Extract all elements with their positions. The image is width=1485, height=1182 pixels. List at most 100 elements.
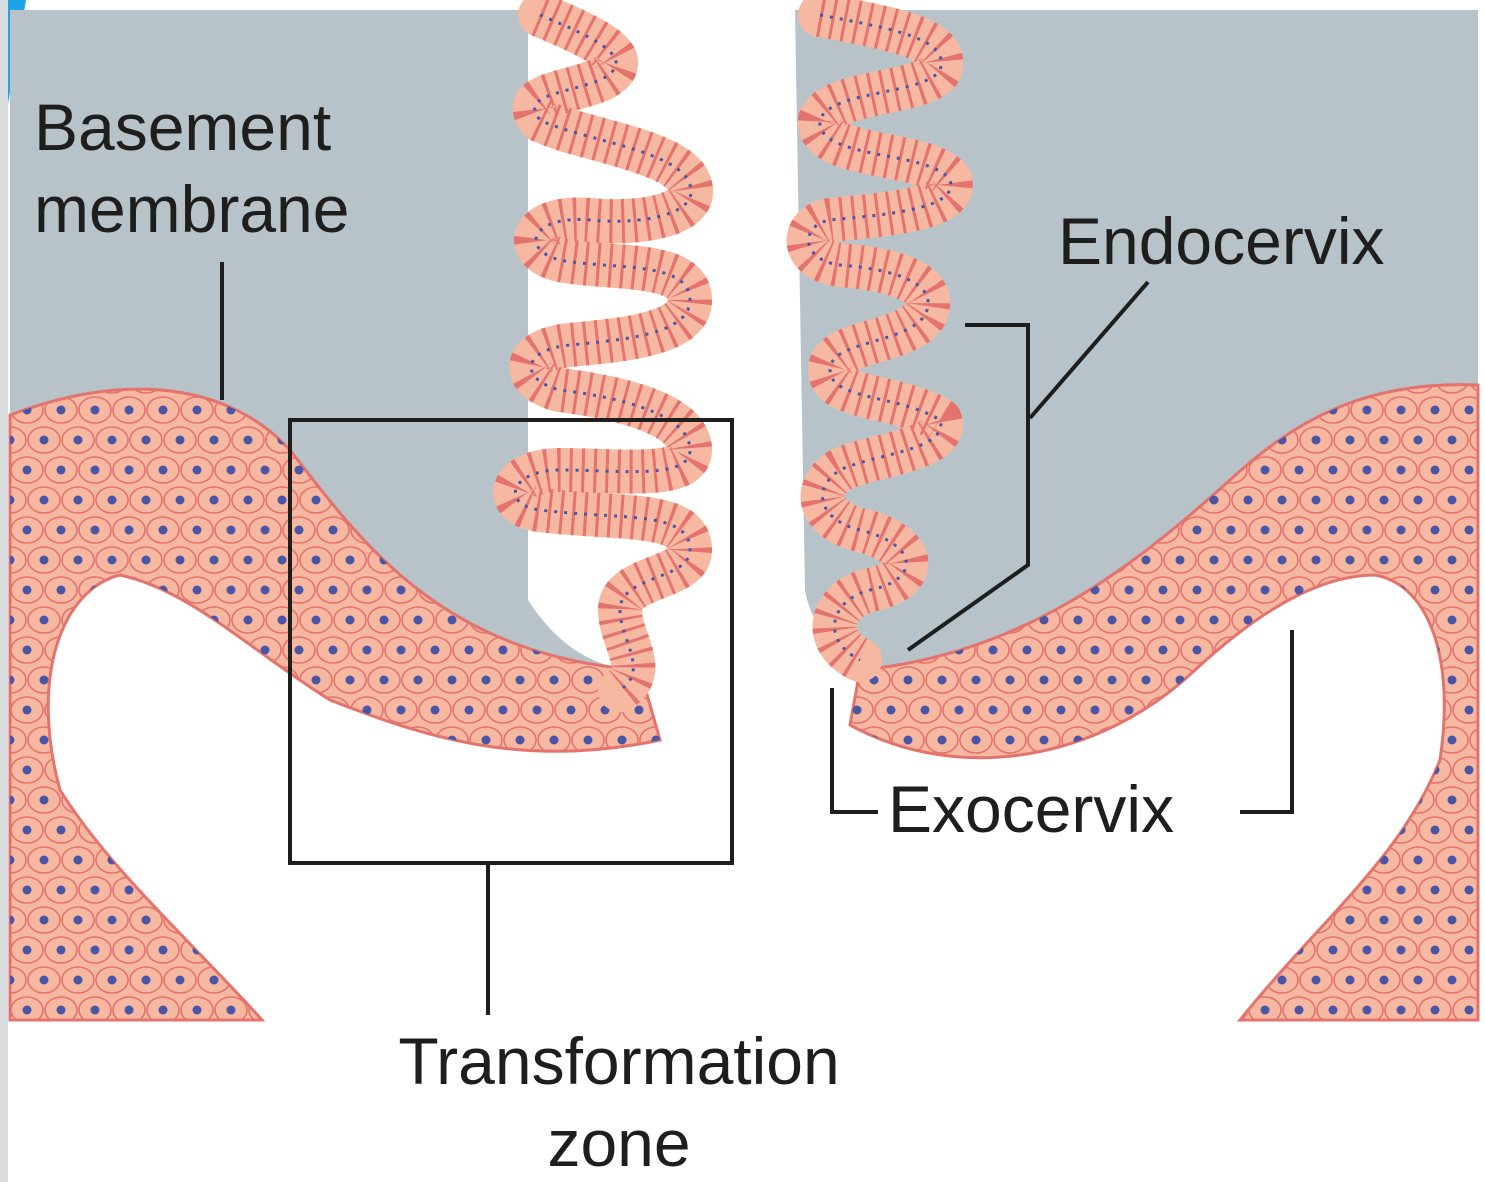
cell-nucleus — [584, 616, 593, 625]
cell-nucleus — [499, 766, 508, 775]
epithelial-cell — [266, 967, 298, 993]
cell-nucleus — [904, 916, 913, 925]
cell-nucleus — [1040, 916, 1049, 925]
epithelial-cell — [1181, 997, 1213, 1023]
cell-nucleus — [159, 946, 168, 955]
epithelial-cell — [62, 727, 94, 753]
epithelial-cell — [334, 907, 366, 933]
epithelial-cell — [909, 877, 941, 903]
epithelial-cell — [892, 847, 924, 873]
epithelial-cell — [1232, 787, 1264, 813]
epithelial-cell — [96, 667, 128, 693]
cell-nucleus — [584, 916, 593, 925]
epithelial-cell — [858, 847, 890, 873]
cell-nucleus — [1244, 676, 1253, 685]
epithelial-cell — [215, 697, 247, 723]
cell-nucleus — [210, 496, 219, 505]
cell-nucleus — [465, 826, 474, 835]
epithelial-cell — [657, 757, 689, 783]
cell-nucleus — [193, 886, 202, 895]
cell-nucleus — [870, 796, 879, 805]
epithelial-cell — [1232, 907, 1264, 933]
epithelial-cell — [368, 967, 400, 993]
epithelial-cell — [892, 907, 924, 933]
epithelial-cell — [504, 847, 536, 873]
cell-nucleus — [91, 946, 100, 955]
cell-nucleus — [261, 1006, 270, 1015]
cell-nucleus — [836, 736, 845, 745]
epithelial-cell — [351, 757, 383, 783]
cell-nucleus — [1465, 526, 1474, 535]
cell-nucleus — [210, 916, 219, 925]
epithelial-cell — [589, 817, 621, 843]
epithelial-cell — [1368, 607, 1400, 633]
cell-nucleus — [1414, 736, 1423, 745]
epithelial-cell — [1181, 697, 1213, 723]
cell-nucleus — [397, 706, 406, 715]
cell-nucleus — [1465, 406, 1474, 415]
epithelial-cell — [300, 907, 332, 933]
cell-nucleus — [1261, 1006, 1270, 1015]
cell-nucleus — [550, 796, 559, 805]
cell-nucleus — [244, 736, 253, 745]
cell-nucleus — [1363, 646, 1372, 655]
cell-nucleus — [159, 886, 168, 895]
cell-nucleus — [1465, 646, 1474, 655]
cell-nucleus — [550, 436, 559, 445]
cell-nucleus — [652, 976, 661, 985]
cell-nucleus — [1159, 646, 1168, 655]
cell-nucleus — [1431, 1006, 1440, 1015]
cell-nucleus — [1363, 706, 1372, 715]
cell-nucleus — [482, 796, 491, 805]
cell-nucleus — [295, 586, 304, 595]
epithelial-cell — [215, 817, 247, 843]
cell-nucleus — [1278, 796, 1287, 805]
epithelial-cell — [521, 877, 553, 903]
cell-nucleus — [1295, 886, 1304, 895]
epithelial-cell — [572, 907, 604, 933]
cell-nucleus — [1210, 556, 1219, 565]
cell-nucleus — [1363, 406, 1372, 415]
cell-nucleus — [1312, 616, 1321, 625]
epithelial-cell — [147, 757, 179, 783]
cell-nucleus — [1074, 916, 1083, 925]
cell-nucleus — [1040, 676, 1049, 685]
epithelial-cell — [1385, 637, 1417, 663]
cell-nucleus — [57, 706, 66, 715]
cell-nucleus — [465, 766, 474, 775]
cell-nucleus — [431, 766, 440, 775]
cell-nucleus — [57, 826, 66, 835]
cell-nucleus — [1448, 976, 1457, 985]
cell-nucleus — [1057, 706, 1066, 715]
cell-nucleus — [1261, 766, 1270, 775]
cell-nucleus — [40, 436, 49, 445]
cell-nucleus — [1176, 796, 1185, 805]
epithelial-cell — [1232, 847, 1264, 873]
epithelial-cell — [1198, 907, 1230, 933]
cell-nucleus — [329, 946, 338, 955]
cell-nucleus — [40, 796, 49, 805]
cell-nucleus — [108, 496, 117, 505]
epithelial-cell — [266, 847, 298, 873]
cell-nucleus — [1397, 886, 1406, 895]
cell-nucleus — [193, 526, 202, 535]
epithelial-cell — [1351, 577, 1383, 603]
cell-nucleus — [57, 466, 66, 475]
cell-nucleus — [74, 616, 83, 625]
cell-nucleus — [1108, 736, 1117, 745]
epithelial-cell — [130, 787, 162, 813]
cell-nucleus — [567, 946, 576, 955]
epithelial-cell — [1028, 967, 1060, 993]
epithelial-cell — [113, 637, 145, 663]
cell-nucleus — [836, 676, 845, 685]
cell-nucleus — [567, 826, 576, 835]
epithelial-cell — [640, 787, 672, 813]
cell-nucleus — [1448, 436, 1457, 445]
cell-nucleus — [1261, 526, 1270, 535]
epithelial-cell — [1351, 697, 1383, 723]
cell-nucleus — [278, 556, 287, 565]
basement-membrane-label-line2: membrane — [34, 168, 349, 250]
cell-nucleus — [1244, 796, 1253, 805]
epithelial-cell — [1232, 967, 1264, 993]
epithelial-cell — [317, 877, 349, 903]
